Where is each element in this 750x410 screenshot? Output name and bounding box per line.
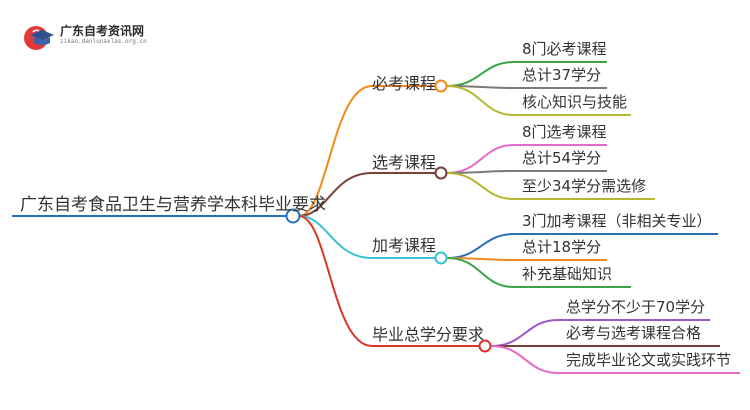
leaf-label: 总计18学分 (522, 238, 602, 256)
leaf-label: 总学分不少于70学分 (566, 298, 706, 316)
leaf-connector (490, 319, 559, 347)
logo-subtitle: zikao.danlunaxlas.org.cn (60, 38, 147, 45)
branch-node (434, 79, 448, 93)
leaf-label: 总计37学分 (522, 66, 602, 84)
branch-connector (298, 85, 373, 217)
root-node (285, 208, 301, 224)
leaf-label: 必考与选考课程合格 (566, 324, 702, 342)
branch-label: 加考课程 (372, 236, 437, 255)
leaf-label: 3门加考课程（非相关专业） (522, 212, 712, 230)
branch-label: 毕业总学分要求 (372, 325, 485, 344)
branch-node (434, 251, 448, 265)
leaf-label: 至少34学分需选修 (522, 177, 647, 195)
leaf-label: 8门选考课程 (522, 123, 607, 141)
leaf-connector (490, 345, 559, 374)
leaf-connector (446, 144, 515, 174)
leaf-connector (446, 257, 515, 288)
leaf-label: 核心知识与技能 (522, 93, 628, 111)
leaf-label: 补充基础知识 (522, 265, 613, 283)
site-logo: 广东自考资讯网 zikao.danlunaxlas.org.cn (22, 22, 222, 52)
graduation-cap-icon (24, 26, 54, 50)
leaf-connector (446, 233, 515, 259)
leaf-connector (446, 85, 515, 116)
branch-connector (298, 215, 373, 347)
branch-connector (298, 215, 373, 259)
logo-title: 广东自考资讯网 (60, 24, 145, 38)
branch-connector (298, 172, 373, 217)
root-node-label: 广东自考食品卫生与营养学本科毕业要求 (20, 195, 326, 215)
leaf-label: 完成毕业论文或实践环节 (566, 351, 732, 369)
leaf-label: 总计54学分 (522, 149, 602, 167)
branch-label: 必考课程 (372, 74, 437, 93)
leaf-label: 8门必考课程 (522, 40, 607, 58)
branch-node (434, 166, 448, 180)
leaf-connector (446, 61, 515, 87)
branch-node (478, 339, 492, 353)
branch-label: 选考课程 (372, 153, 437, 172)
leaf-connector (446, 172, 515, 200)
